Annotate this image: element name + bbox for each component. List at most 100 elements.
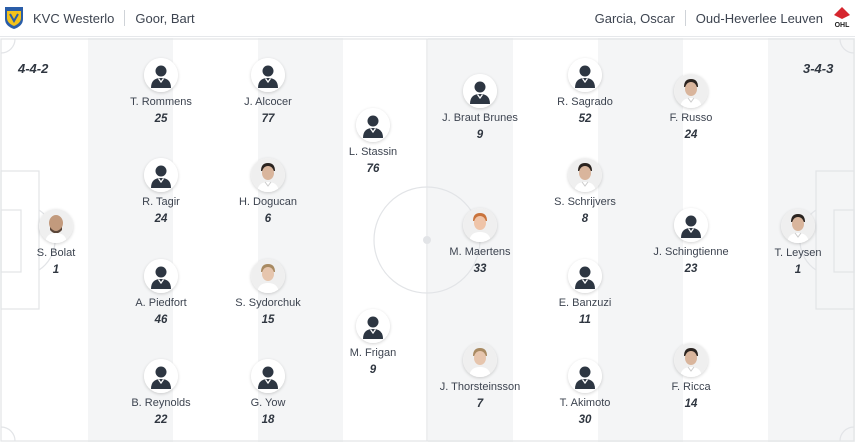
player-name: S. Schrijvers [554,196,616,208]
player-name: S. Bolat [36,247,76,259]
player-silhouette-icon [568,359,602,393]
player-card[interactable]: T. Leysen 1 [738,209,855,276]
player-number: 46 [154,314,168,326]
player-photo [39,209,73,243]
ohl-crest-icon: OHL [834,7,851,29]
player-photo [674,343,708,377]
player-card[interactable]: T. Akimoto 30 [525,359,645,426]
player-silhouette-icon [568,259,602,293]
home-formation: 4-4-2 [18,61,49,76]
home-team-block: KVC Westerlo Goor, Bart [3,6,195,30]
pitch-stripe [343,38,428,442]
svg-text:OHL: OHL [835,22,851,29]
player-photo [568,158,602,192]
player-photo [251,259,285,293]
player-card[interactable]: J. Thorsteinsson 7 [420,343,540,410]
player-name: T. Leysen [774,247,822,259]
pitch-markings [0,38,855,442]
player-silhouette-icon [144,259,178,293]
player-number: 77 [261,113,275,125]
player-photo [463,343,497,377]
player-card[interactable]: S. Sydorchuk 15 [208,259,328,326]
away-team-name[interactable]: Oud-Heverlee Leuven [695,10,823,26]
player-silhouette-icon [251,58,285,92]
player-photo [674,74,708,108]
pitch-stripe [173,38,258,442]
player-card[interactable]: R. Tagir 24 [101,158,221,225]
pitch-stripe [598,38,683,442]
away-formation: 3-4-3 [803,61,834,76]
player-silhouette-icon [568,58,602,92]
player-number: 24 [684,129,698,141]
player-number: 76 [366,163,380,175]
player-name: R. Sagrado [557,96,613,108]
player-card[interactable]: J. Schingtienne 23 [631,208,751,275]
player-number: 25 [154,113,168,125]
player-name: M. Frigan [349,347,397,359]
player-name: J. Alcocer [244,96,292,108]
player-silhouette-icon [144,158,178,192]
player-card[interactable]: M. Frigan 9 [313,309,433,376]
player-number: 33 [473,263,487,275]
player-silhouette-icon [144,58,178,92]
player-name: H. Dogucan [238,196,298,208]
player-number: 22 [154,414,168,426]
player-photo [463,208,497,242]
player-card[interactable]: A. Piedfort 46 [101,259,221,326]
player-name: R. Tagir [142,196,180,208]
player-name: J. Braut Brunes [442,112,518,124]
player-silhouette-icon [463,74,497,108]
player-silhouette-icon [356,309,390,343]
player-photo [781,209,815,243]
player-card[interactable]: T. Rommens 25 [101,58,221,125]
player-name: J. Schingtienne [653,246,729,258]
home-coach-name: Goor, Bart [135,10,195,26]
player-number: 8 [581,213,589,225]
player-number: 14 [684,398,698,410]
away-team-block: Garcia, Oscar Oud-Heverlee Leuven OHL [595,6,853,30]
player-name: G. Yow [250,397,286,409]
player-name: M. Maertens [449,246,511,258]
kvc-westerlo-crest-icon [5,7,23,29]
player-card[interactable]: S. Bolat 1 [0,209,116,276]
player-name: A. Piedfort [135,297,187,309]
player-silhouette-icon [356,108,390,142]
player-card[interactable]: J. Braut Brunes 9 [420,74,540,141]
player-number: 1 [794,264,802,276]
player-number: 9 [476,129,484,141]
player-number: 1 [52,264,60,276]
match-header: KVC Westerlo Goor, Bart Garcia, Oscar Ou… [0,0,855,37]
header-divider [124,10,126,26]
player-number: 30 [578,414,592,426]
player-card[interactable]: J. Alcocer 77 [208,58,328,125]
player-number: 7 [476,398,484,410]
pitch: 4-4-2 3-4-3 S. Bolat 1 T. Rommens 25 R. Tagi… [0,38,855,442]
home-team-name[interactable]: KVC Westerlo [33,10,115,26]
player-number: 52 [578,113,592,125]
player-silhouette-icon [251,359,285,393]
player-card[interactable]: B. Reynolds 22 [101,359,221,426]
player-name: J. Thorsteinsson [439,381,521,393]
player-card[interactable]: M. Maertens 33 [420,208,540,275]
player-name: B. Reynolds [131,397,191,409]
player-name: F. Ricca [671,381,711,393]
player-card[interactable]: S. Schrijvers 8 [525,158,645,225]
player-number: 9 [369,364,377,376]
player-photo [251,158,285,192]
player-card[interactable]: R. Sagrado 52 [525,58,645,125]
header-divider [684,10,686,26]
player-name: S. Sydorchuk [235,297,301,309]
pitch-stripe [0,38,88,442]
player-card[interactable]: F. Ricca 14 [631,343,751,410]
player-number: 23 [684,263,698,275]
player-name: T. Rommens [130,96,192,108]
player-number: 24 [154,213,168,225]
player-silhouette-icon [144,359,178,393]
player-number: 15 [261,314,275,326]
player-name: T. Akimoto [559,397,611,409]
